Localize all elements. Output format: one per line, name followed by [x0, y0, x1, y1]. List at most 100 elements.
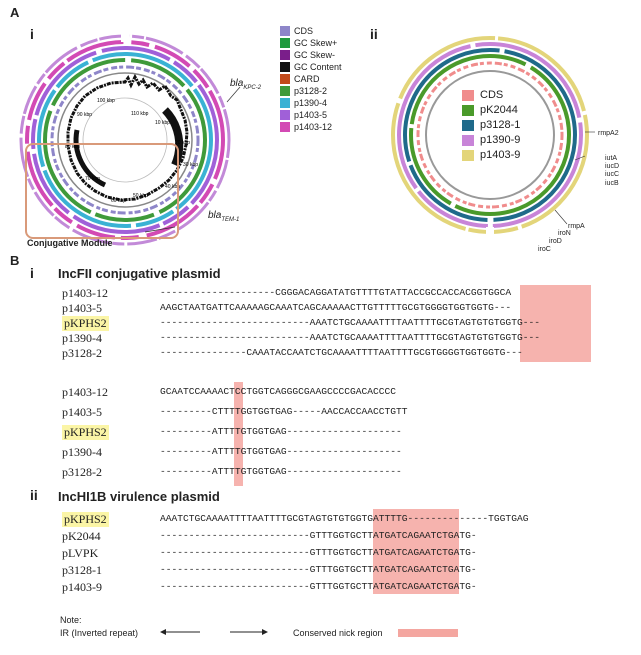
sequence-name: p1403-5 [62, 405, 102, 419]
gene-iroc: iroC [538, 246, 551, 253]
legend-label: p1390-4 [294, 98, 328, 108]
legend-label: GC Content [294, 62, 342, 72]
gene-iucc: iucC [605, 171, 620, 178]
legend-map1-item: p1390-4 [280, 98, 327, 108]
gene-label-tem: blaTEM-1 [208, 210, 240, 223]
legend-map1-item: CARD [280, 74, 320, 84]
panel-a-i-label: i [30, 26, 34, 42]
legend-label: CARD [294, 74, 320, 84]
gene-rmpa2: rmpA2 [598, 130, 619, 137]
legend-swatch-icon [280, 86, 290, 96]
nick-region-i-block2 [234, 382, 243, 486]
legend-swatch-icon [280, 110, 290, 120]
section-i-title: IncFII conjugative plasmid [58, 266, 221, 281]
legend-swatch-icon [462, 104, 474, 116]
legend-map1-item: GC Skew- [280, 50, 335, 60]
svg-text:80 kbp: 80 kbp [65, 144, 80, 150]
gene-label-kpc: blaKPC-2 [230, 78, 262, 91]
sequence-row: --------------------------GTTTGGTGCTTATG… [160, 564, 477, 575]
sequence-name: pKPHS2 [62, 316, 109, 331]
conjugative-module-label: Conjugative Module [27, 238, 113, 248]
sequence-name: pKPHS2 [62, 512, 109, 527]
sequence-row: --------------------------GTTTGGTGCTTATG… [160, 530, 477, 541]
legend-swatch-icon [462, 89, 474, 101]
legend-map1-item: p3128-2 [280, 86, 327, 96]
svg-text:60 kbp: 60 kbp [111, 198, 126, 204]
sequence-row: ---------ATTTTGTGGTGAG------------------… [160, 426, 402, 437]
legend-map2-item: p1390-9 [462, 134, 520, 146]
sequence-name: p1403-12 [62, 286, 108, 300]
legend-label: p3128-2 [294, 86, 328, 96]
legend-swatch-icon [280, 62, 290, 72]
legend-map2-item: p1403-9 [462, 149, 520, 161]
legend-label: p1403-9 [480, 149, 521, 161]
legend-swatch-icon [280, 50, 290, 60]
legend-swatch-icon [280, 98, 290, 108]
gene-irod: iroD [549, 238, 562, 245]
sequence-row: ---------------CAAATACCAATCTGCAAAATTTTAA… [160, 347, 523, 358]
legend-map1-item: GC Content [280, 62, 342, 72]
sequence-row: AAATCTGCAAAATTTTAATTTTGCGTAGTGTGTGGTGATT… [160, 513, 529, 524]
legend-map1-item: CDS [280, 26, 313, 36]
note-title: Note: [60, 615, 82, 625]
legend-swatch-icon [280, 26, 290, 36]
plasmid-map-inchi1b [391, 36, 595, 239]
sequence-row: ---------ATTTTGTGGTGAG------------------… [160, 446, 402, 457]
sequence-name: p3128-2 [62, 465, 102, 479]
sequence-name: p1403-5 [62, 301, 102, 315]
svg-text:90 kbp: 90 kbp [77, 112, 92, 118]
note-nick-label: Conserved nick region [293, 628, 383, 638]
panel-b-i-label: i [30, 265, 34, 281]
nick-region-i-block1 [520, 285, 591, 362]
legend-map1-item: GC Skew+ [280, 38, 337, 48]
sequence-row: --------------------CGGGACAGGATATGTTTTGT… [160, 287, 512, 298]
conjugative-module-box [25, 143, 179, 239]
legend-swatch-icon [462, 134, 474, 146]
svg-text:50 kbp: 50 kbp [133, 193, 148, 199]
sequence-name: pKPHS2 [62, 425, 109, 440]
legend-swatch-icon [280, 38, 290, 48]
svg-text:30 kbp: 30 kbp [183, 162, 198, 168]
gene-iuta: iutA [605, 155, 618, 162]
sequence-name: p1390-4 [62, 331, 102, 345]
svg-text:10 kbp: 10 kbp [155, 120, 170, 126]
nick-region-ii [373, 509, 459, 594]
legend-map1-item: p1403-5 [280, 110, 327, 120]
gene-iucb: iucB [605, 180, 619, 187]
legend-map1-item: p1403-12 [280, 122, 332, 132]
panel-a-ii-label: ii [370, 26, 378, 42]
legend-map2-item: p3128-1 [462, 119, 520, 131]
panel-b-ii-label: ii [30, 487, 38, 503]
svg-text:100 kbp: 100 kbp [97, 98, 115, 104]
legend-label: GC Skew- [294, 50, 336, 60]
legend-label: CDS [294, 26, 314, 36]
sequence-name: p3128-1 [62, 563, 102, 577]
svg-text:110 kbp: 110 kbp [131, 111, 149, 117]
legend-label: p1403-5 [294, 110, 328, 120]
legend-label: p3128-1 [480, 119, 521, 131]
svg-text:70 kbp: 70 kbp [85, 176, 100, 182]
sequence-name: p3128-2 [62, 346, 102, 360]
sequence-row: ---------ATTTTGTGGTGAG------------------… [160, 466, 402, 477]
legend-map2-item: CDS [462, 89, 503, 101]
legend-label: GC Skew+ [294, 38, 338, 48]
gene-rmpa: rmpA [568, 223, 585, 230]
ir-arrows-icon [160, 629, 268, 635]
section-ii-title: IncHI1B virulence plasmid [58, 489, 220, 504]
sequence-row: --------------------------AAATCTGCAAAATT… [160, 332, 540, 343]
legend-label: pK2044 [480, 104, 518, 116]
legend-swatch-icon [462, 119, 474, 131]
sequence-name: p1403-12 [62, 385, 108, 399]
panel-a-label: A [10, 5, 20, 20]
nick-swatch [398, 629, 458, 637]
legend-swatch-icon [462, 149, 474, 161]
sequence-name: p1403-9 [62, 580, 102, 594]
legend-swatch-icon [280, 122, 290, 132]
legend-map2-item: pK2044 [462, 104, 518, 116]
sequence-name: pK2044 [62, 529, 101, 543]
gene-iucd: iucD [605, 163, 620, 170]
note-ir-label: IR (Inverted repeat) [60, 628, 139, 638]
sequence-row: GCAATCCAAAACTCCTGGTCAGGGCGAAGCCCCGACACCC… [160, 386, 397, 397]
sequence-name: pLVPK [62, 546, 99, 560]
legend-swatch-icon [280, 74, 290, 84]
